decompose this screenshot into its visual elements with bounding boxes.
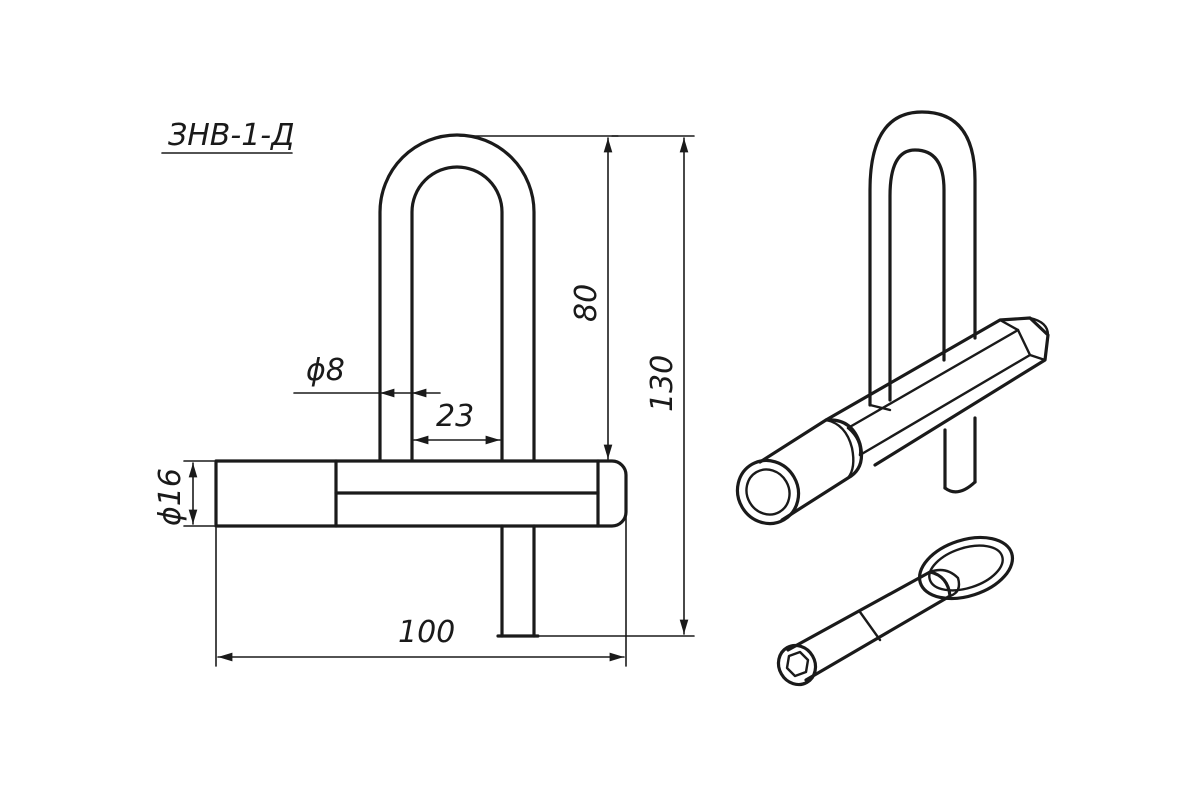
iso-tube-joint-2 — [846, 426, 862, 457]
key-head — [928, 568, 961, 598]
front-view — [214, 133, 628, 638]
key-hex-socket — [785, 650, 810, 678]
lock-body — [214, 459, 628, 528]
iso-body-edge-2 — [858, 353, 1032, 457]
iso-body-top — [824, 316, 1050, 467]
isometric-lock — [735, 110, 1050, 526]
iso-shackle-inner — [888, 148, 946, 402]
key-ring-inner — [928, 544, 1004, 592]
shackle-inner — [410, 165, 504, 462]
iso-tube-opening-inner — [745, 468, 791, 516]
dim-inner-width: 23 — [436, 399, 474, 434]
key-ring-outer — [917, 535, 1015, 601]
iso-shackle-outer — [868, 110, 977, 407]
iso-body-end-cap — [1028, 316, 1050, 337]
dim-body-length: 100 — [398, 615, 455, 650]
key-drawing — [776, 535, 1015, 687]
key-shaft-edge — [858, 610, 882, 642]
key-tip-outer — [776, 643, 818, 687]
iso-tube-opening-outer — [735, 458, 801, 526]
dim-body-diameter: ϕ16 — [153, 468, 188, 526]
model-title: ЗНВ-1-Д — [168, 118, 295, 153]
dim-total-height: 130 — [645, 355, 680, 412]
shackle-outer — [378, 133, 536, 462]
iso-shackle-foot — [868, 403, 892, 412]
iso-tube-joint — [824, 418, 855, 480]
dimensions: ϕ8 23 80 130 ϕ16 100 — [153, 135, 695, 667]
iso-leg-end — [943, 480, 977, 494]
iso-body-edge-1 — [846, 328, 1020, 430]
title-block: ЗНВ-1-Д — [161, 118, 295, 154]
dim-rod-diameter: ϕ8 — [306, 353, 345, 388]
iso-body-end-face — [998, 318, 1047, 362]
dim-inner-height: 80 — [569, 284, 604, 322]
